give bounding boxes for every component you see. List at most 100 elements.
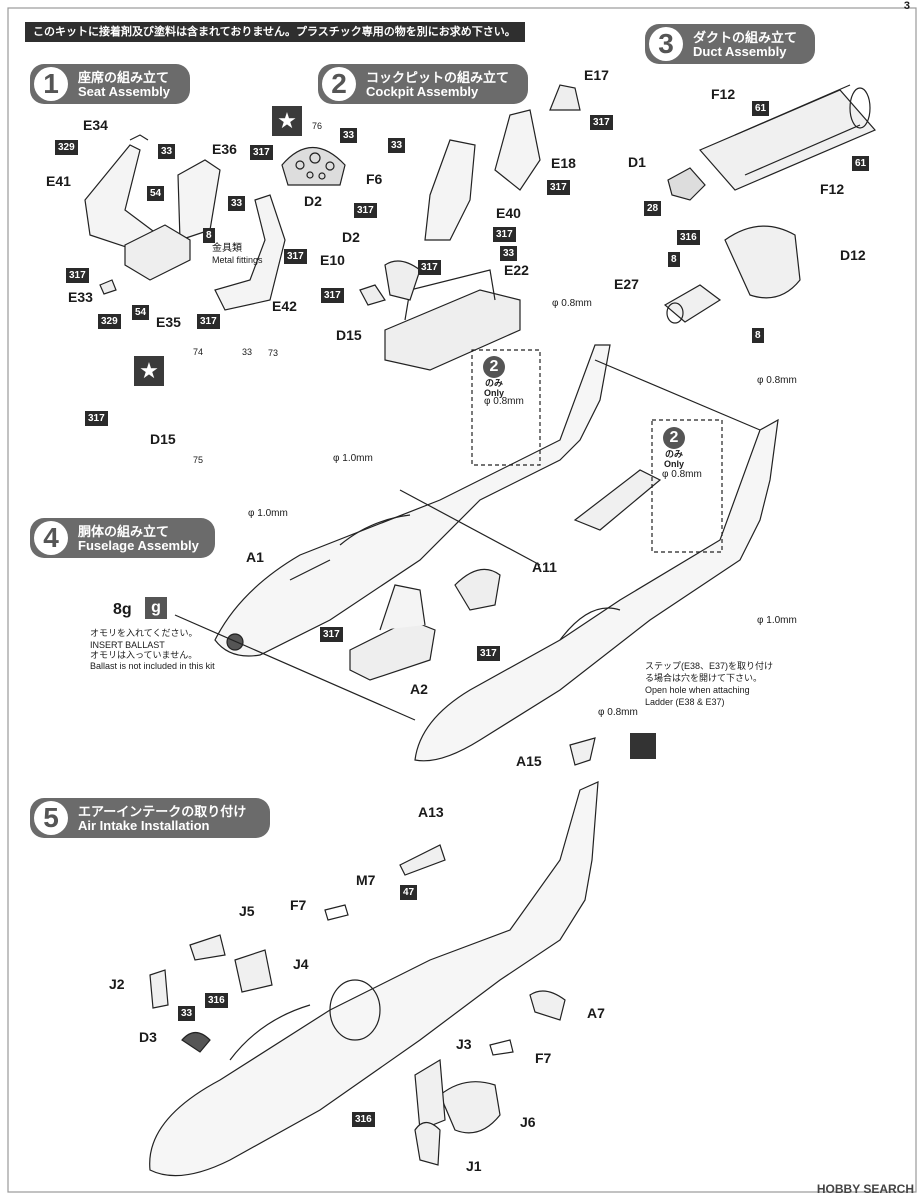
only-en: Only xyxy=(483,388,504,398)
part-label-J1: J1 xyxy=(466,1158,482,1174)
drill-size: φ 1.0mm xyxy=(248,508,288,519)
paint-code: 316 xyxy=(352,1112,375,1127)
part-label-D15: D15 xyxy=(336,327,362,343)
intake-d12-drawing xyxy=(724,225,801,299)
ladder-note: る場合は穴を開けて下さい。 xyxy=(645,673,763,683)
part-label-A11: A11 xyxy=(532,559,557,575)
metal-fittings-jp: 金具類 xyxy=(212,243,242,254)
fuselage-left-half-drawing xyxy=(214,344,611,657)
intake-j6-drawing xyxy=(439,1081,501,1134)
paint-code: 8 xyxy=(203,228,215,243)
step-number: 4 xyxy=(34,521,68,555)
part-label-A2: A2 xyxy=(410,681,428,697)
paint-code: 317 xyxy=(547,180,570,195)
only-jp: のみ xyxy=(664,449,683,459)
part-label-E33: E33 xyxy=(68,289,93,305)
metal-fittings-en: Metal fittings xyxy=(212,255,263,265)
step-5-label: 5 エアーインテークの取り付け Air Intake Installation xyxy=(30,798,270,838)
paint-code: 317 xyxy=(197,314,220,329)
star-icon: ★ xyxy=(134,356,164,386)
paint-code: 61 xyxy=(852,156,870,171)
step-number: 1 xyxy=(34,67,68,101)
step-title-jp: コックピットの組み立て xyxy=(366,70,510,85)
part-label-E35: E35 xyxy=(156,314,181,330)
part-label-E40: E40 xyxy=(496,205,521,221)
circled-number: 73 xyxy=(268,348,279,358)
part-label-M7: M7 xyxy=(356,872,376,888)
part-label-J4: J4 xyxy=(293,956,309,972)
seat-base-drawing xyxy=(124,224,191,281)
drill-size: φ 1.0mm xyxy=(757,615,797,626)
drill-size: φ 0.8mm xyxy=(598,707,638,718)
step-number: 5 xyxy=(34,801,68,835)
paint-code: 61 xyxy=(752,101,770,116)
paint-code: 317 xyxy=(477,646,500,661)
part-label-D15: D15 xyxy=(150,431,176,447)
step-2-label: 2 コックピットの組み立て Cockpit Assembly xyxy=(318,64,528,104)
only-badge: 2 のみ Only xyxy=(480,356,508,398)
paint-code: 317 xyxy=(85,411,108,426)
duct-f12-drawing xyxy=(699,89,876,191)
paint-code: 8 xyxy=(752,328,764,343)
part-label-A15: A15 xyxy=(516,753,542,769)
instrument-panel-drawing xyxy=(281,146,346,186)
cockpit-tub-drawing xyxy=(384,289,521,371)
only-jp: のみ xyxy=(484,378,503,388)
ballast-text: オモリは入っていません。 xyxy=(90,650,198,660)
headrest-e17-drawing xyxy=(549,84,581,111)
step-title-en: Fuselage Assembly xyxy=(78,538,199,553)
paint-code: 316 xyxy=(677,230,700,245)
step-title-jp: 座席の組み立て xyxy=(78,70,170,85)
only-step-number: 2 xyxy=(483,356,505,378)
part-label-E36: E36 xyxy=(212,141,237,157)
ladder-note: Ladder (E38 & E37) xyxy=(645,697,725,707)
part-label-E22: E22 xyxy=(504,262,529,278)
drill-size: φ 1.0mm xyxy=(333,453,373,464)
part-label-J3: J3 xyxy=(456,1036,472,1052)
step-title-en: Seat Assembly xyxy=(78,84,171,99)
part-label-A13: A13 xyxy=(418,804,444,820)
paint-code: 33 xyxy=(500,246,518,261)
paint-code: 33 xyxy=(388,138,406,153)
circled-number: 75 xyxy=(193,455,204,465)
part-label-E41: E41 xyxy=(46,173,71,189)
drill-size: φ 0.8mm xyxy=(484,396,524,407)
paint-code: 54 xyxy=(147,186,165,201)
paint-code: 33 xyxy=(178,1006,196,1021)
part-label-D3: D3 xyxy=(139,1029,157,1045)
part-label-F12: F12 xyxy=(711,86,736,102)
part-label-F12: F12 xyxy=(820,181,845,197)
paint-code: 317 xyxy=(284,249,307,264)
part-label-E34: E34 xyxy=(83,117,108,133)
only-badge: 2 のみ Only xyxy=(660,427,688,469)
star-icon: ★ xyxy=(272,106,302,136)
step-3-label: 3 ダクトの組み立て Duct Assembly xyxy=(645,24,815,64)
part-label-E17: E17 xyxy=(584,67,609,83)
step-title-jp: エアーインテークの取り付け xyxy=(78,804,247,819)
step-number: 3 xyxy=(649,27,683,61)
only-en: Only xyxy=(663,459,684,469)
paint-code: 317 xyxy=(66,268,89,283)
part-label-F6: F6 xyxy=(366,171,383,187)
part-label-E18: E18 xyxy=(551,155,576,171)
step-number: 2 xyxy=(322,67,356,101)
ladder-note: ステップ(E38、E37)を取り付け xyxy=(645,661,774,671)
pattern-icon xyxy=(630,733,656,759)
paint-code: 28 xyxy=(644,201,662,216)
paint-code: 317 xyxy=(250,145,273,160)
paint-code: 329 xyxy=(98,314,121,329)
part-label-A1: A1 xyxy=(246,549,264,565)
drill-size: φ 0.8mm xyxy=(662,469,702,480)
part-label-A7: A7 xyxy=(587,1005,605,1021)
step-title-en: Air Intake Installation xyxy=(78,818,210,833)
seat-e42-drawing xyxy=(214,194,286,311)
step-4-label: 4 胴体の組み立て Fuselage Assembly xyxy=(30,518,215,558)
paint-code: 33 xyxy=(158,144,176,159)
step-1-label: 1 座席の組み立て Seat Assembly xyxy=(30,64,190,104)
only-step-number: 2 xyxy=(663,427,685,449)
part-label-D2: D2 xyxy=(342,229,360,245)
paint-code: 329 xyxy=(55,140,78,155)
paint-code: 47 xyxy=(400,885,418,900)
assembled-aircraft-drawing xyxy=(149,781,599,1177)
